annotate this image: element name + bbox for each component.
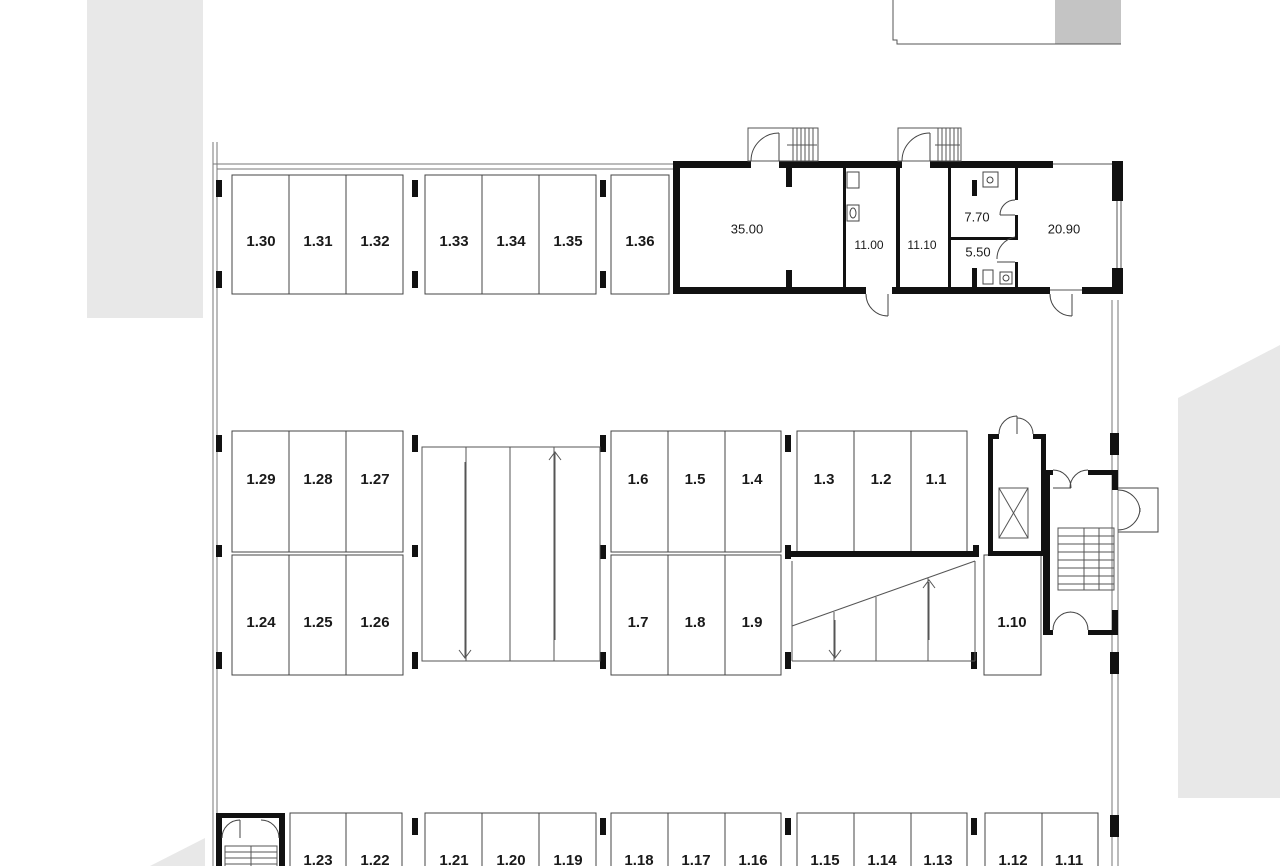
space-label: 1.23 <box>303 852 332 866</box>
room-area-labels: 35.00 11.00 11.10 7.70 5.50 20.90 <box>731 209 1081 259</box>
space-label: 1.5 <box>685 471 706 488</box>
space-label: 1.16 <box>738 852 767 866</box>
space-label: 1.3 <box>814 471 835 488</box>
ramp-central <box>421 446 601 662</box>
room-area-label: 20.90 <box>1048 221 1081 236</box>
space-label: 1.4 <box>742 471 764 488</box>
space-label: 1.22 <box>360 852 389 866</box>
space-label: 1.21 <box>439 852 468 866</box>
space-label: 1.33 <box>439 233 468 250</box>
neighbor-building-bottom-left <box>150 838 205 866</box>
space-label: 1.8 <box>685 614 706 631</box>
fixtures <box>846 171 1013 285</box>
space-label: 1.13 <box>923 852 952 866</box>
space-label: 1.11 <box>1055 852 1083 866</box>
space-label: 1.34 <box>496 233 526 250</box>
parking-grid <box>231 174 1099 866</box>
space-label: 1.18 <box>624 852 653 866</box>
stair-core <box>224 487 1115 866</box>
space-label: 1.14 <box>867 852 897 866</box>
space-label: 1.12 <box>998 852 1027 866</box>
room-area-label: 5.50 <box>965 244 990 259</box>
space-label: 1.25 <box>303 614 332 631</box>
space-label: 1.20 <box>496 852 525 866</box>
space-label: 1.31 <box>303 233 332 250</box>
neighbor-building-top <box>892 0 1121 45</box>
building-outline <box>212 142 1119 866</box>
doors <box>221 132 1159 839</box>
space-label: 1.10 <box>997 614 1026 631</box>
space-label: 1.26 <box>360 614 389 631</box>
space-label: 1.28 <box>303 471 332 488</box>
room-area-label: 11.10 <box>907 238 936 252</box>
room-area-label: 7.70 <box>964 209 989 224</box>
space-label: 1.32 <box>360 233 389 250</box>
space-labels: 1.30 1.31 1.32 1.33 1.34 1.35 1.36 1.29 … <box>246 233 1083 866</box>
room-area-label: 11.00 <box>854 238 883 252</box>
exterior-stairs <box>747 127 962 162</box>
space-label: 1.24 <box>246 614 276 631</box>
windows <box>1050 163 1122 291</box>
ramp-right <box>791 560 976 662</box>
space-label: 1.36 <box>625 233 654 250</box>
space-label: 1.15 <box>810 852 839 866</box>
space-label: 1.29 <box>246 471 275 488</box>
space-label: 1.27 <box>360 471 389 488</box>
space-label: 1.30 <box>246 233 275 250</box>
neighbor-building-right <box>1178 345 1280 798</box>
room-area-label: 35.00 <box>731 221 764 236</box>
space-label: 1.9 <box>742 614 763 631</box>
space-label: 1.2 <box>871 471 892 488</box>
space-label: 1.19 <box>553 852 582 866</box>
space-label: 1.17 <box>681 852 710 866</box>
space-label: 1.1 <box>926 471 947 488</box>
walls <box>216 161 1123 866</box>
space-label: 1.7 <box>628 614 649 631</box>
space-label: 1.35 <box>553 233 582 250</box>
neighbor-building-left <box>87 0 203 318</box>
space-label: 1.6 <box>628 471 649 488</box>
